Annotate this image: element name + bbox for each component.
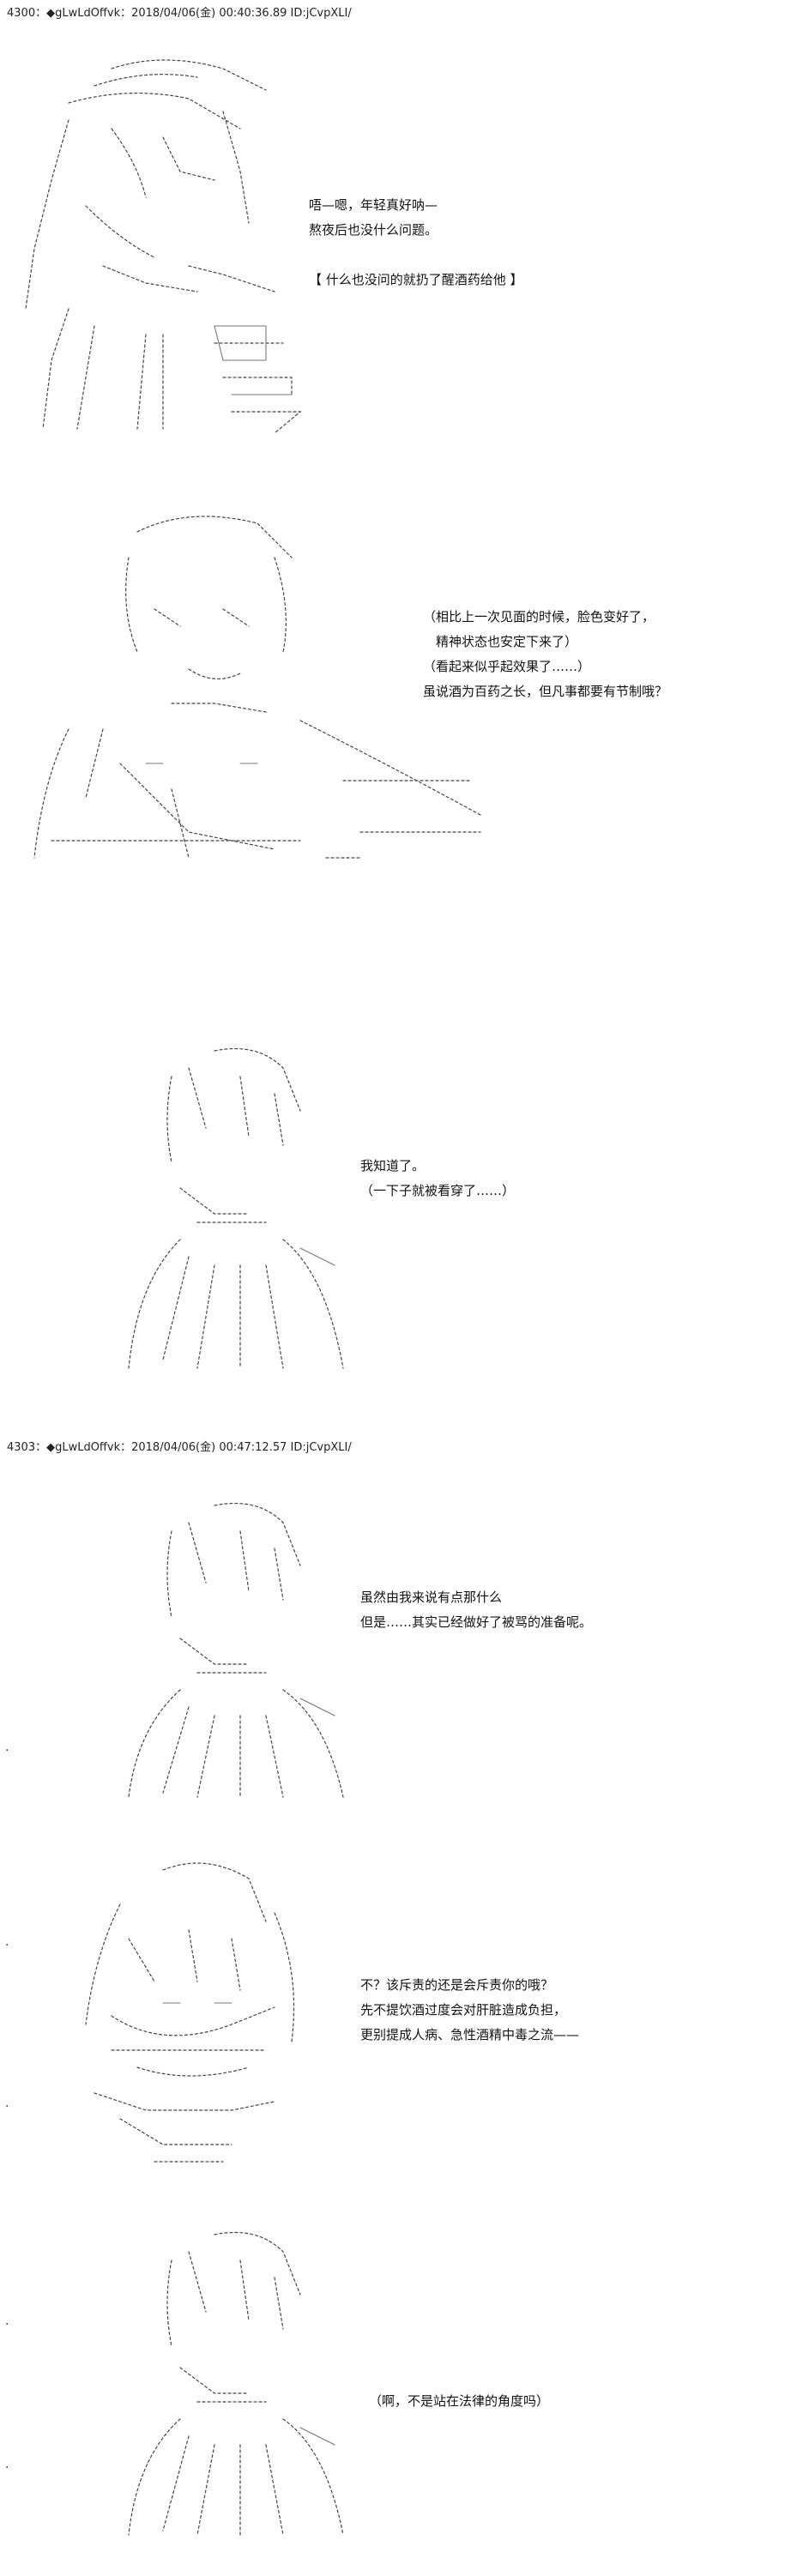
ascii-art-boy-icon xyxy=(128,1503,344,1798)
dialogue-line: （看起来似乎起效果了……） xyxy=(423,659,591,674)
margin-dot: · xyxy=(5,1744,9,1758)
dialogue-line: 不？该斥责的还是会斥责你的哦？ xyxy=(360,1977,554,1993)
dialogue-line xyxy=(309,243,523,268)
post-header: 4303：◆gLwLdOffvk：2018/04/06(金) 00:47:12.… xyxy=(7,1441,352,1454)
dialogue-box: （啊，不是站在法律的角度吗） xyxy=(369,2389,549,2414)
ascii-art-woman-arms-crossed-icon xyxy=(33,516,481,859)
ascii-art-woman-closeup-icon xyxy=(85,1862,295,2163)
ascii-art-boy-icon xyxy=(128,2232,344,2536)
dialogue-box: 我知道了。 （一下子就被看穿了……） xyxy=(360,1154,515,1204)
margin-dot: · xyxy=(5,2318,9,2332)
margin-dot: · xyxy=(5,2100,9,2114)
margin-dot: · xyxy=(5,2461,9,2475)
dialogue-line: 精神状态也安定下来了） xyxy=(423,634,578,649)
dialogue-box: 不？该斥责的还是会斥责你的哦？ 先不提饮酒过度会对肝脏造成负担， 更别提成人病、… xyxy=(360,1973,579,2048)
dialogue-line: （啊，不是站在法律的角度吗） xyxy=(369,2393,550,2409)
dialogue-line: 我知道了。 xyxy=(360,1158,426,1173)
dialogue-line: 虽说酒为百药之长，但凡事都要有节制哦？ xyxy=(423,684,668,699)
dialogue-line: 熬夜后也没什么问题。 xyxy=(309,222,438,238)
ascii-art-woman-with-bottles-icon xyxy=(25,59,302,434)
dialogue-box: 唔—嗯，年轻真好呐— 熬夜后也没什么问题。 【 什么也没问的就扔了醒酒药给他 】 xyxy=(309,193,523,293)
dialogue-line: 更别提成人病、急性酒精中毒之流—— xyxy=(360,2027,580,2042)
margin-dot: · xyxy=(5,1939,9,1952)
dialogue-line: （相比上一次见面的时候，脸色变好了， xyxy=(423,609,655,624)
dialogue-box: （相比上一次见面的时候，脸色变好了， 精神状态也安定下来了） （看起来似乎起效果… xyxy=(423,605,667,704)
dialogue-line: 【 什么也没问的就扔了醒酒药给他 】 xyxy=(309,272,523,287)
dialogue-line: 唔—嗯，年轻真好呐— xyxy=(309,197,438,213)
post-header: 4300：◆gLwLdOffvk：2018/04/06(金) 00:40:36.… xyxy=(7,7,352,20)
dialogue-line: 先不提饮酒过度会对肝脏造成负担， xyxy=(360,2002,567,2018)
dialogue-line: （一下子就被看穿了……） xyxy=(360,1183,516,1198)
dialogue-line: 但是……其实已经做好了被骂的准备呢。 xyxy=(360,1614,593,1630)
dialogue-box: 虽然由我来说有点那什么 但是……其实已经做好了被骂的准备呢。 xyxy=(360,1585,592,1635)
dialogue-line: 虽然由我来说有点那什么 xyxy=(360,1590,503,1605)
ascii-art-boy-icon xyxy=(128,1048,344,1369)
